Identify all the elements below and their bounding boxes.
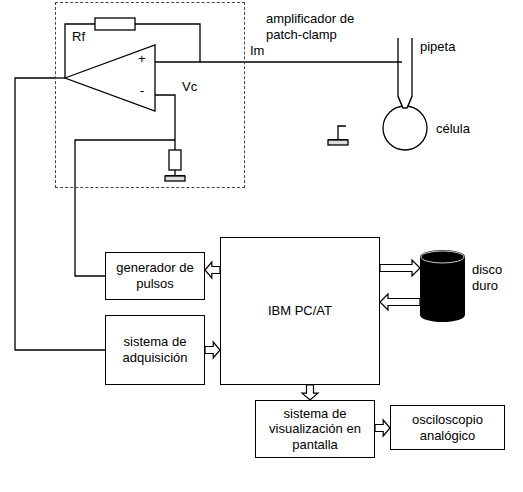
ground-symbol — [165, 176, 185, 181]
wire — [75, 140, 175, 188]
wire — [55, 77, 65, 78]
resistor-symbol — [169, 150, 181, 170]
cell — [383, 106, 427, 150]
ground-symbol — [328, 140, 348, 145]
opamp-triangle — [65, 45, 155, 111]
wire-line — [75, 188, 105, 276]
pipette-cell — [328, 38, 427, 150]
disk-cylinder: disco duro — [420, 250, 465, 322]
block-arrow-shape — [205, 262, 220, 278]
cylinder-outline — [420, 250, 465, 322]
process-box: sistema de visualización en pantalla — [255, 400, 375, 458]
block-arrow-shape — [375, 420, 390, 436]
wire — [155, 95, 175, 150]
node-label: sistema de visualización en pantalla — [262, 406, 368, 453]
block-arrow — [302, 385, 318, 400]
signal-wire — [75, 188, 105, 276]
block-arrow — [380, 260, 420, 276]
block-arrow-shape — [380, 294, 420, 310]
ground-wire — [338, 126, 346, 140]
node-label: osciloscopio analógico — [397, 412, 498, 443]
block-arrow-shape — [380, 260, 420, 276]
signal-label: Vc — [182, 80, 197, 94]
cylinder-body — [420, 250, 465, 322]
block-arrow-shape — [205, 342, 220, 358]
pipette — [398, 38, 412, 108]
feedback-wire — [65, 24, 95, 78]
im-wire — [155, 61, 402, 62]
pin-label: + — [138, 52, 146, 66]
part-label: pipeta — [420, 40, 455, 54]
block-arrow — [375, 420, 390, 436]
process-box: sistema de adquisición — [105, 315, 205, 385]
wire-line — [15, 78, 105, 350]
component-label: Rf — [72, 30, 85, 44]
part-label: célula — [436, 122, 470, 136]
cylinder-top — [421, 251, 464, 263]
node-heading: amplificador de patch-clamp — [266, 11, 366, 42]
resistor-symbol — [95, 18, 135, 30]
node-label: IBM PC/AT — [268, 303, 332, 319]
node-label: generador de pulsos — [112, 260, 198, 291]
pipette-tip — [398, 96, 412, 108]
block-arrow — [205, 262, 220, 278]
block-arrow — [380, 294, 420, 310]
node-heading: disco duro — [472, 262, 514, 293]
process-box: generador de pulsos — [105, 252, 205, 300]
amplifier-circuit — [55, 18, 402, 188]
process-box: osciloscopio analógico — [390, 405, 505, 450]
signal-wire — [15, 78, 105, 350]
node-label: sistema de adquisición — [112, 334, 198, 365]
block-arrow — [205, 342, 220, 358]
computer-box: IBM PC/AT — [220, 237, 380, 385]
block-arrow-shape — [302, 385, 318, 400]
signal-label: Im — [250, 44, 264, 58]
pin-label: - — [140, 84, 144, 98]
